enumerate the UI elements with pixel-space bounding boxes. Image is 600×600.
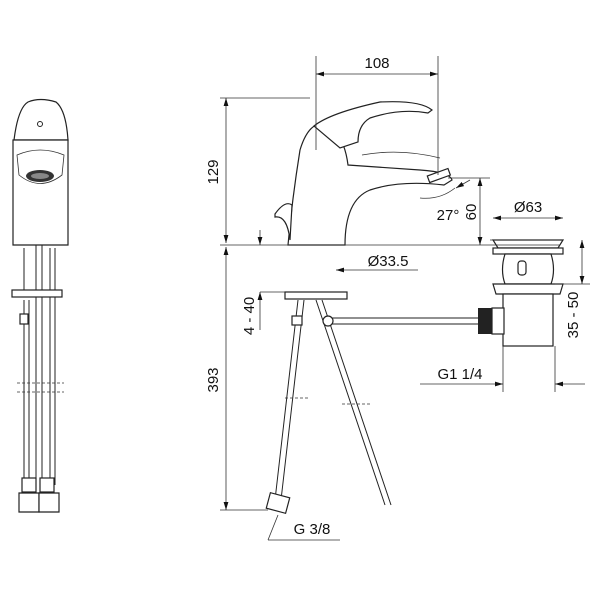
drain-waste	[478, 239, 565, 347]
pop-up-knob	[274, 203, 293, 241]
dim-height: 129	[205, 159, 222, 184]
dim-drain-thread: G1 1/4	[437, 366, 482, 383]
mounting-plate	[284, 291, 348, 300]
dim-spout-clearance: 60	[463, 204, 480, 221]
dim-drain-height: 35 - 50	[565, 292, 582, 339]
front-mounting-plate	[11, 289, 63, 298]
dim-drain-diameter: Ø63	[514, 199, 542, 216]
dim-spout-reach: 108	[364, 55, 389, 72]
spout-body	[287, 121, 453, 246]
indicator-icon	[37, 121, 43, 127]
dim-base-diameter: Ø33.5	[368, 253, 409, 270]
hose-nut	[265, 491, 291, 515]
front-lever	[13, 98, 69, 141]
front-view	[11, 98, 69, 513]
lever-handle	[313, 101, 433, 149]
side-view	[265, 101, 480, 515]
dim-hose-length: 393	[205, 367, 222, 392]
dim-deck-thickness: 4 - 40	[241, 297, 258, 335]
dim-spout-angle: 27°	[437, 207, 460, 224]
dim-hose-thread: G 3/8	[294, 521, 331, 538]
drain-outlet-nut	[478, 308, 492, 334]
front-body	[12, 139, 69, 246]
dimension-lines	[220, 56, 590, 541]
